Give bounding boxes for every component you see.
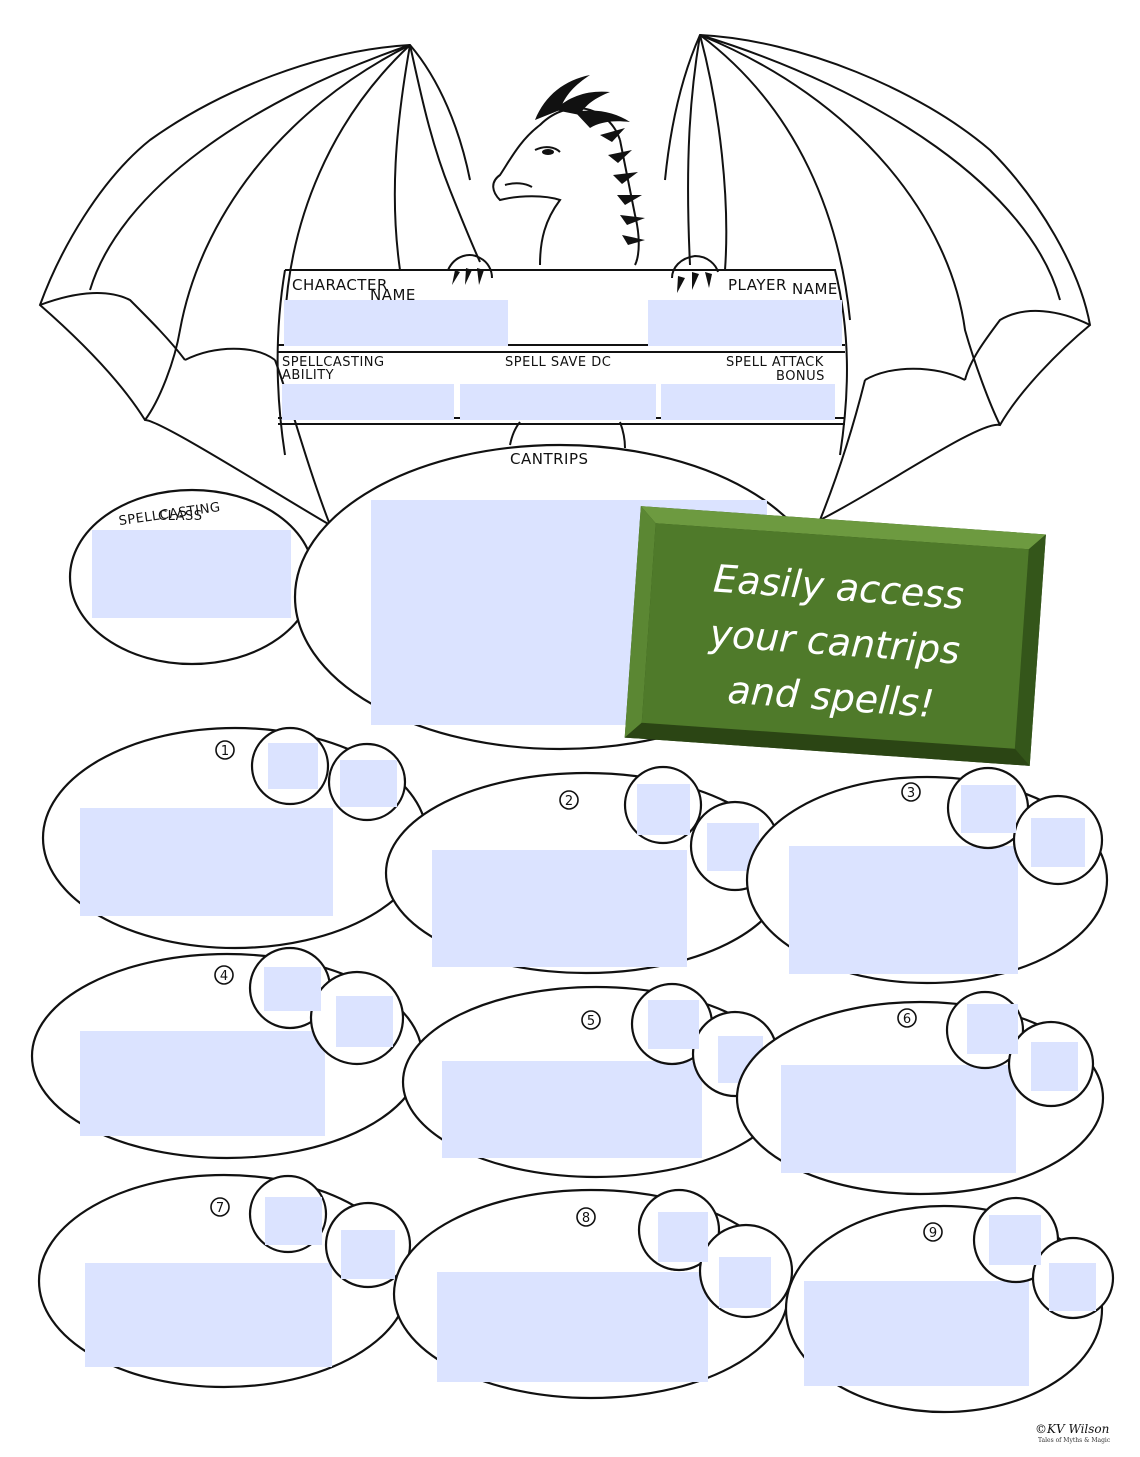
spell-attack-bonus-field[interactable] bbox=[661, 384, 835, 420]
spellcasting-class-field[interactable] bbox=[92, 530, 291, 618]
spell-level-6-number-circle bbox=[897, 1008, 917, 1028]
spell-level-5-number-circle bbox=[581, 1010, 601, 1030]
spell-level-7-number: 7 bbox=[216, 1201, 224, 1216]
spell-level-8-group: 8 bbox=[392, 1188, 794, 1400]
spell-level-6-group: 6 bbox=[735, 990, 1105, 1196]
spell-level-8-slots-total-field[interactable] bbox=[658, 1212, 708, 1262]
dragon-head bbox=[492, 75, 645, 266]
spell-level-7-slots-total-field[interactable] bbox=[265, 1197, 322, 1245]
spell-level-2-slots-total-field[interactable] bbox=[637, 784, 690, 835]
spell-level-4-spells-field[interactable] bbox=[80, 1031, 325, 1136]
spell-level-4-slots-expended-field[interactable] bbox=[336, 996, 393, 1047]
spell-level-6-spells-field[interactable] bbox=[781, 1065, 1016, 1173]
spell-level-4-slots-total-field[interactable] bbox=[264, 967, 321, 1011]
spell-level-4-number-circle bbox=[214, 965, 234, 985]
left-wing bbox=[38, 43, 481, 526]
spell-level-5-group: 5 bbox=[401, 982, 791, 1179]
spell-save-dc-label: SPELL SAVE DC bbox=[505, 355, 611, 370]
spell-level-3-slots-expended-field[interactable] bbox=[1031, 818, 1085, 867]
spell-level-6-slots-total-field[interactable] bbox=[967, 1004, 1018, 1054]
dragon-claws bbox=[447, 254, 719, 293]
spell-level-2-number-circle bbox=[559, 790, 579, 810]
character-name-label-2: NAME bbox=[370, 286, 416, 304]
spell-level-3-group: 3 bbox=[745, 766, 1109, 985]
spell-level-1-group: 1 bbox=[41, 726, 429, 950]
spell-level-9-slots-total-field[interactable] bbox=[989, 1215, 1041, 1265]
spell-level-9-slots-expended-field[interactable] bbox=[1049, 1263, 1096, 1311]
spell-level-6-number: 6 bbox=[903, 1012, 911, 1027]
promo-banner: Easily access your cantrips and spells! bbox=[624, 506, 1046, 766]
spell-level-9-spells-field[interactable] bbox=[804, 1281, 1029, 1386]
spell-level-7-number-circle bbox=[210, 1197, 230, 1217]
spell-attack-bonus-label-1: SPELL ATTACK bbox=[726, 355, 824, 370]
spell-level-5-slots-total-field[interactable] bbox=[648, 1000, 699, 1049]
signature-text: ©KV Wilson bbox=[1035, 1422, 1109, 1436]
banner-face bbox=[641, 523, 1029, 749]
character-name-field[interactable] bbox=[284, 300, 508, 346]
spell-level-3-spells-field[interactable] bbox=[789, 846, 1018, 974]
spellcasting-class-section: SPELLCASTING CLASS bbox=[68, 488, 316, 666]
header-panel: CHARACTER NAME PLAYER NAME SPELLCASTING … bbox=[276, 269, 848, 456]
spell-level-1-number: 1 bbox=[221, 744, 229, 759]
spell-level-1-slots-total-field[interactable] bbox=[268, 743, 318, 789]
spell-level-9-group: 9 bbox=[784, 1196, 1115, 1414]
player-name-field[interactable] bbox=[648, 300, 842, 346]
spell-level-5-spells-field[interactable] bbox=[442, 1061, 702, 1158]
spell-levels: 1 2 3 4 5 6 7 8 9 bbox=[30, 726, 1115, 1414]
spell-level-2-number: 2 bbox=[565, 794, 573, 809]
spell-level-3-slots-total-field[interactable] bbox=[961, 785, 1016, 833]
spell-level-1-slots-expended-field[interactable] bbox=[340, 760, 397, 807]
character-name-label-1: CHARACTER bbox=[292, 276, 388, 294]
spell-level-4-number: 4 bbox=[220, 969, 228, 984]
cantrips-label: CANTRIPS bbox=[510, 450, 589, 468]
spell-level-2-spells-field[interactable] bbox=[432, 850, 687, 967]
spell-level-6-slots-expended-field[interactable] bbox=[1031, 1042, 1078, 1091]
spellcasting-ability-label-2: ABILITY bbox=[282, 368, 334, 383]
spell-level-2-group: 2 bbox=[384, 765, 788, 975]
player-name-label-2: NAME bbox=[792, 280, 838, 298]
spell-level-9-number: 9 bbox=[929, 1226, 937, 1241]
spell-level-3-number: 3 bbox=[907, 786, 915, 801]
spell-level-8-number: 8 bbox=[582, 1211, 590, 1226]
spell-level-7-spells-field[interactable] bbox=[85, 1263, 332, 1367]
spell-level-8-number-circle bbox=[576, 1207, 596, 1227]
spell-level-7-slots-expended-field[interactable] bbox=[341, 1230, 395, 1279]
spell-level-8-slots-expended-field[interactable] bbox=[719, 1257, 771, 1308]
spellcasting-ability-label-1: SPELLCASTING bbox=[282, 355, 385, 370]
dragon-illustration bbox=[38, 33, 1092, 526]
spell-save-dc-field[interactable] bbox=[460, 384, 656, 420]
signature-subtitle: Tales of Myths & Magic bbox=[1038, 1437, 1111, 1444]
spellcasting-ability-field[interactable] bbox=[282, 384, 454, 420]
spell-level-8-spells-field[interactable] bbox=[437, 1272, 708, 1382]
spell-level-1-spells-field[interactable] bbox=[80, 808, 333, 916]
spell-level-4-group: 4 bbox=[30, 946, 424, 1160]
spell-attack-bonus-label-2: BONUS bbox=[776, 369, 825, 384]
spellcasting-class-label-2: CLASS bbox=[158, 509, 203, 524]
spell-level-7-group: 7 bbox=[37, 1173, 412, 1389]
player-name-label-1: PLAYER bbox=[728, 276, 787, 294]
spell-level-9-number-circle bbox=[923, 1222, 943, 1242]
spell-level-5-number: 5 bbox=[587, 1014, 595, 1029]
spell-level-3-number-circle bbox=[901, 782, 921, 802]
right-wing bbox=[664, 33, 1092, 521]
signature: ©KV Wilson Tales of Myths & Magic bbox=[1035, 1422, 1111, 1444]
spell-level-1-number-circle bbox=[215, 740, 235, 760]
